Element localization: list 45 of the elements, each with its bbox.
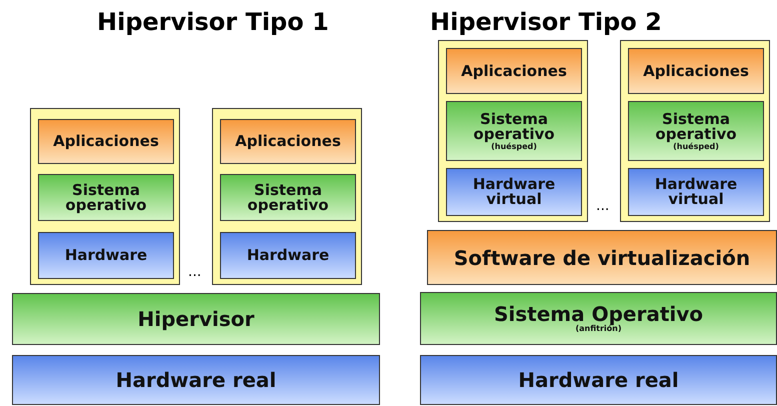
layer-box — [628, 168, 764, 216]
layer-box — [446, 168, 582, 216]
heading: Hipervisor Tipo 2 — [430, 8, 662, 36]
layer-box — [427, 230, 777, 285]
layer-label: Aplicaciones — [643, 64, 749, 78]
layer-box — [12, 355, 380, 405]
layer-box — [220, 119, 356, 164]
layer-box — [38, 174, 174, 221]
layer-label: Aplicaciones — [235, 134, 341, 149]
layer-box — [38, 232, 174, 279]
layer-label: Sistema operativo — [64, 182, 148, 212]
layer-label: Hipervisor — [138, 309, 254, 329]
layer-box — [420, 292, 777, 345]
layer-label: Hardware — [64, 248, 148, 263]
layer-label: Hardware virtual — [472, 177, 556, 207]
layer-note: (huésped) — [491, 142, 537, 150]
layer-label: Hardware real — [518, 370, 679, 390]
layer-label: Hardware — [246, 248, 330, 263]
heading: Hipervisor Tipo 1 — [97, 8, 329, 36]
layer-box — [446, 101, 582, 161]
ellipsis: ... — [188, 264, 202, 280]
layer-label: Software de virtualización — [454, 248, 750, 268]
layer-label: Hardware real — [116, 370, 276, 390]
layer-box — [628, 101, 764, 161]
layer-note: (anfitrión) — [575, 325, 622, 333]
layer-label: Sistema operativo — [246, 182, 330, 212]
layer-box — [220, 232, 356, 279]
layer-box — [38, 119, 174, 164]
virtual-machine-panel — [438, 40, 588, 222]
layer-label: Aplicaciones — [461, 64, 567, 78]
virtual-machine-panel — [30, 108, 180, 285]
layer-label: Hardware virtual — [654, 177, 738, 207]
layer-label: Sistema operativo — [654, 112, 738, 142]
layer-box — [628, 48, 764, 94]
layer-label: Sistema Operativo — [494, 304, 704, 324]
layer-box — [12, 293, 380, 345]
virtual-machine-panel — [212, 108, 362, 285]
layer-box — [420, 355, 777, 405]
layer-box — [220, 174, 356, 221]
layer-note: (huésped) — [673, 142, 719, 150]
virtual-machine-panel — [620, 40, 770, 222]
layer-box — [446, 48, 582, 94]
layer-label: Aplicaciones — [53, 134, 159, 149]
layer-label: Sistema operativo — [472, 112, 556, 142]
ellipsis: ... — [596, 198, 610, 214]
